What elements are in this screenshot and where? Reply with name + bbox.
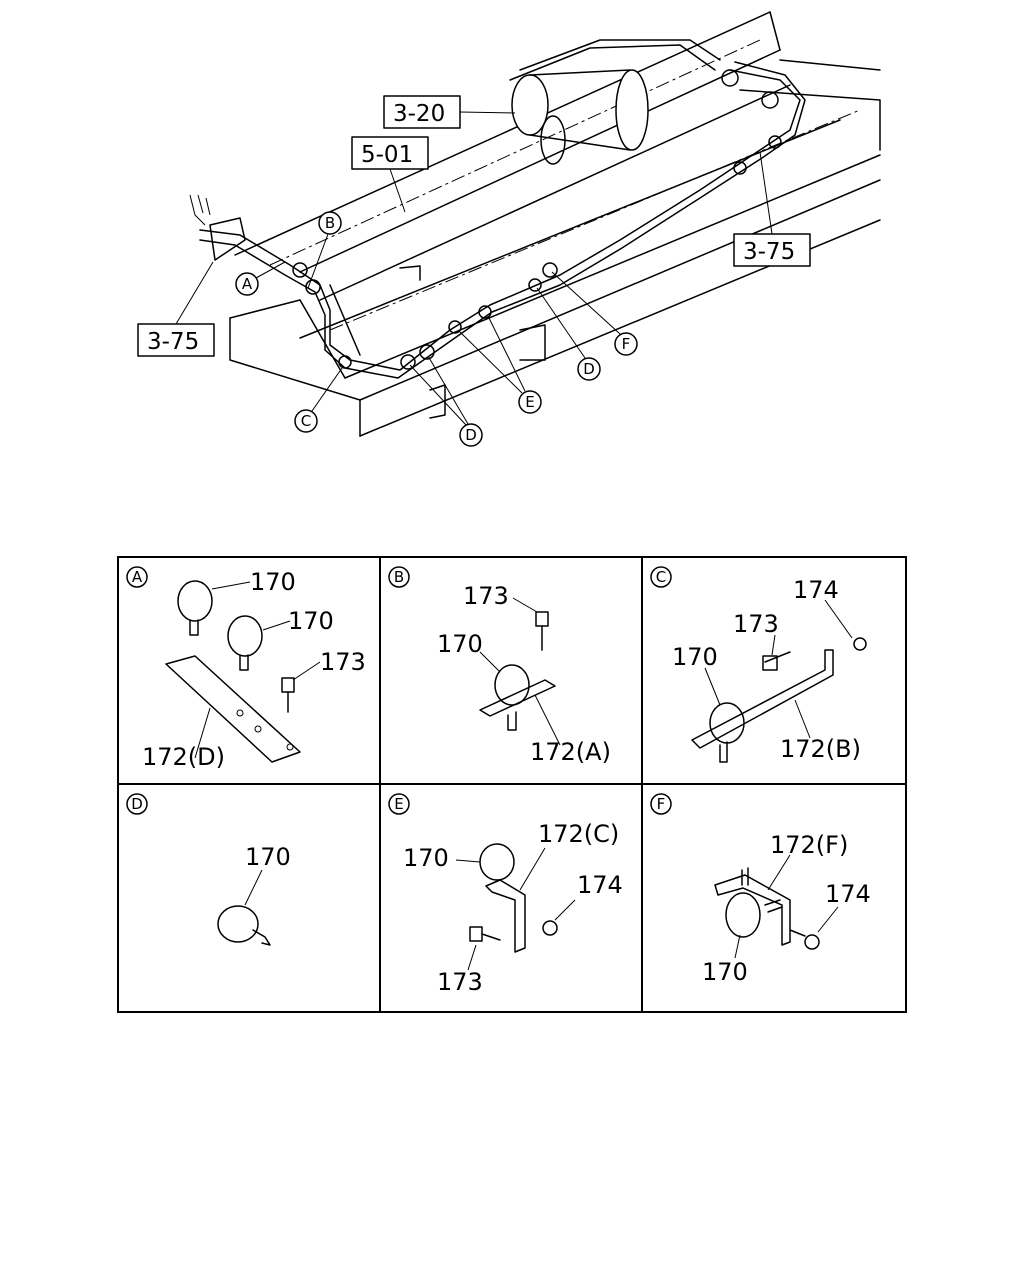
svg-text:172(B): 172(B): [780, 735, 861, 763]
callout-a: A: [235, 261, 286, 296]
svg-text:F: F: [657, 795, 666, 813]
brake-pipes: [189, 61, 806, 379]
svg-text:170: 170: [245, 843, 291, 871]
svg-text:A: A: [242, 275, 253, 293]
detail-c: C 174 173 170 172(B): [650, 566, 867, 763]
detail-f: F 172(F) 174 170: [650, 793, 871, 986]
callout-e: E: [457, 315, 542, 414]
svg-text:172(F): 172(F): [770, 831, 848, 859]
svg-text:173: 173: [437, 968, 483, 996]
svg-text:172(D): 172(D): [142, 743, 225, 771]
callout-d-upper: D: [536, 287, 601, 381]
svg-text:3-20: 3-20: [393, 101, 445, 127]
svg-text:173: 173: [733, 610, 779, 638]
svg-text:E: E: [525, 393, 534, 411]
detail-a: A 170 170 173 172(D): [126, 566, 366, 771]
callout-c: C: [294, 367, 343, 433]
svg-text:174: 174: [577, 871, 623, 899]
svg-text:B: B: [394, 568, 404, 586]
svg-text:D: D: [131, 795, 143, 813]
svg-text:D: D: [583, 360, 595, 378]
svg-text:C: C: [656, 568, 666, 586]
svg-text:A: A: [132, 568, 143, 586]
svg-text:172(A): 172(A): [530, 738, 611, 766]
ref-box-3-20[interactable]: 3-20: [383, 95, 516, 129]
callout-f: F: [551, 271, 638, 356]
svg-text:174: 174: [793, 576, 839, 604]
svg-text:173: 173: [320, 648, 366, 676]
svg-text:F: F: [622, 335, 631, 353]
svg-text:D: D: [465, 426, 477, 444]
detail-grid: [117, 556, 907, 1013]
svg-text:C: C: [301, 412, 311, 430]
svg-text:174: 174: [825, 880, 871, 908]
svg-text:172(C): 172(C): [538, 820, 619, 848]
chassis-frame: [229, 11, 881, 437]
svg-text:3-75: 3-75: [743, 239, 795, 265]
detail-d: D 170: [126, 793, 291, 946]
svg-text:E: E: [394, 795, 403, 813]
svg-text:170: 170: [250, 568, 296, 596]
svg-text:170: 170: [702, 958, 748, 986]
air-tank: [509, 39, 721, 165]
ref-box-3-75-right[interactable]: 3-75: [733, 151, 811, 267]
svg-text:173: 173: [463, 582, 509, 610]
callout-d-lower: D: [409, 355, 483, 447]
svg-text:170: 170: [288, 607, 334, 635]
svg-text:3-75: 3-75: [147, 329, 199, 355]
ref-box-5-01[interactable]: 5-01: [351, 136, 429, 213]
ref-box-3-75-left[interactable]: 3-75: [137, 261, 215, 357]
detail-b: B 173 170 172(A): [388, 566, 611, 766]
svg-text:5-01: 5-01: [361, 142, 413, 168]
svg-text:170: 170: [672, 643, 718, 671]
svg-text:170: 170: [437, 630, 483, 658]
svg-text:B: B: [325, 214, 335, 232]
callout-b: B: [307, 211, 342, 289]
detail-e: E 172(C) 170 174 173: [388, 793, 623, 996]
svg-text:170: 170: [403, 844, 449, 872]
